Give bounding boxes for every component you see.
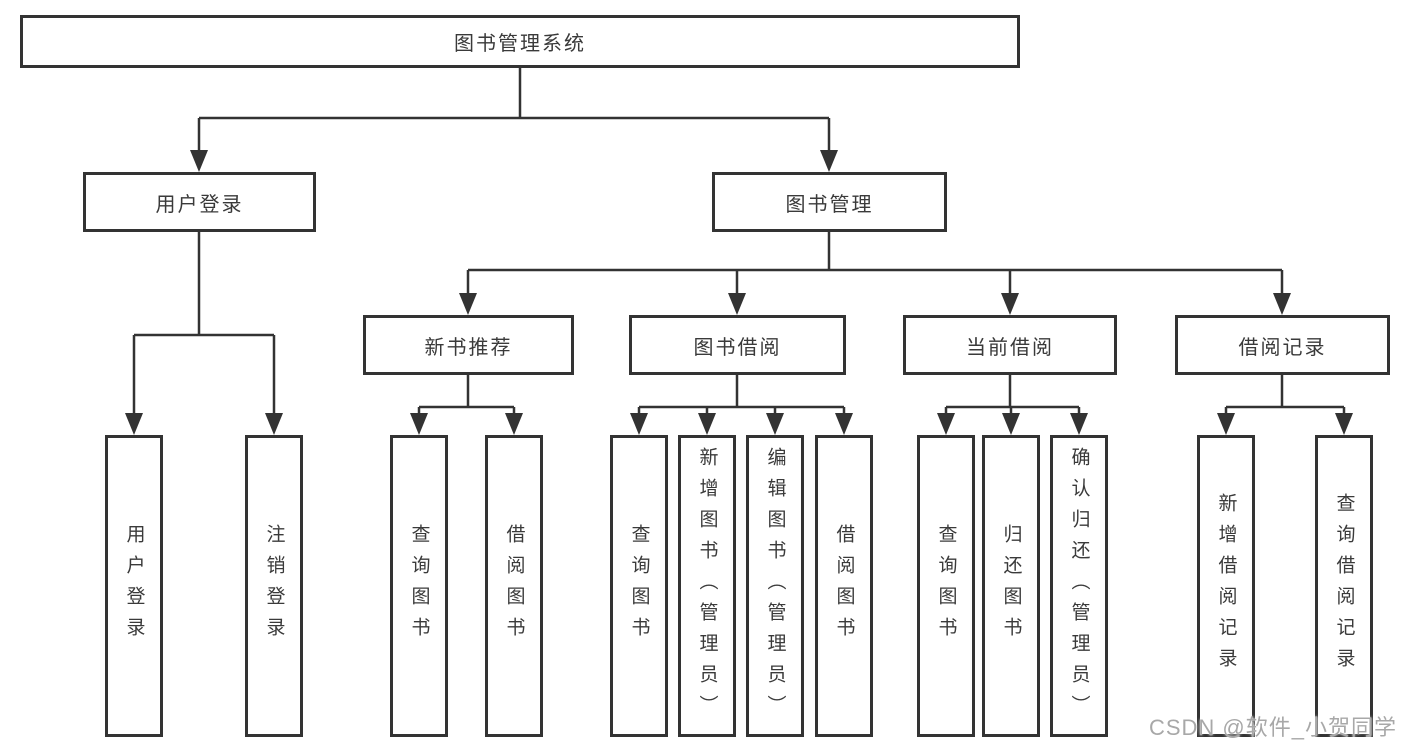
arrowhead-down-icon <box>820 150 838 172</box>
leaf-label: 查询图书 <box>935 524 957 648</box>
node-user-login: 用户登录 <box>83 172 316 232</box>
node-book-borrow: 图书借阅 <box>629 315 846 375</box>
arrowhead-down-icon <box>190 150 208 172</box>
connector-path <box>132 68 1346 417</box>
leaf-query-books-recommend: 查询图书 <box>390 435 448 737</box>
node-label: 新书推荐 <box>424 336 513 359</box>
leaf-add-borrow-record: 新增借阅记录 <box>1197 435 1255 737</box>
arrowhead-down-icon <box>1002 413 1020 435</box>
leaf-label: 确认归还（管理员） <box>1068 446 1090 726</box>
arrowhead-down-icon <box>1070 413 1088 435</box>
node-label: 当前借阅 <box>966 336 1054 359</box>
arrowhead-down-icon <box>766 413 784 435</box>
arrowhead-down-icon <box>459 293 477 315</box>
leaf-label: 用户登录 <box>123 524 145 648</box>
arrowhead-down-icon <box>410 413 428 435</box>
leaf-return-book: 归还图书 <box>982 435 1040 737</box>
leaf-logout: 注销登录 <box>245 435 303 737</box>
leaf-label: 编辑图书（管理员） <box>764 446 786 726</box>
arrowhead-down-icon <box>835 413 853 435</box>
leaf-label: 借阅图书 <box>833 524 855 648</box>
leaf-label: 查询图书 <box>408 524 430 648</box>
arrowhead-down-icon <box>1001 293 1019 315</box>
leaf-borrow-books-recommend: 借阅图书 <box>485 435 543 737</box>
leaf-borrow-books-borrow: 借阅图书 <box>815 435 873 737</box>
node-label: 图书借阅 <box>693 336 782 359</box>
leaf-label: 借阅图书 <box>503 524 525 648</box>
node-current-borrow: 当前借阅 <box>903 315 1117 375</box>
leaf-label: 新增图书（管理员） <box>696 446 718 726</box>
arrowhead-down-icon <box>1273 293 1291 315</box>
leaf-add-book-admin: 新增图书（管理员） <box>678 435 736 737</box>
leaf-label: 新增借阅记录 <box>1215 493 1237 679</box>
node-label: 图书管理系统 <box>454 33 586 55</box>
leaf-query-borrow-record: 查询借阅记录 <box>1315 435 1373 737</box>
leaf-label: 查询图书 <box>628 524 650 648</box>
leaf-user-login: 用户登录 <box>105 435 163 737</box>
arrowhead-down-icon <box>125 413 143 435</box>
arrowhead-down-icon <box>505 413 523 435</box>
arrowhead-down-icon <box>265 413 283 435</box>
csdn-watermark: CSDN @软件_小贺同学 <box>1148 715 1397 740</box>
leaf-label: 归还图书 <box>1000 524 1022 648</box>
node-label: 借阅记录 <box>1238 336 1327 359</box>
arrowhead-down-icon <box>630 413 648 435</box>
arrowhead-down-icon <box>728 293 746 315</box>
leaf-label: 注销登录 <box>263 524 285 648</box>
node-root: 图书管理系统 <box>20 15 1020 68</box>
leaf-label: 查询借阅记录 <box>1333 493 1355 679</box>
node-borrow-records: 借阅记录 <box>1175 315 1390 375</box>
arrowhead-down-icon <box>937 413 955 435</box>
leaf-edit-book-admin: 编辑图书（管理员） <box>746 435 804 737</box>
node-label: 图书管理 <box>785 193 874 216</box>
leaf-confirm-return-admin: 确认归还（管理员） <box>1050 435 1108 737</box>
arrowhead-down-icon <box>698 413 716 435</box>
arrowhead-down-icon <box>1335 413 1353 435</box>
node-label: 用户登录 <box>155 193 244 216</box>
arrowhead-down-icon <box>1217 413 1235 435</box>
leaf-query-books-borrow: 查询图书 <box>610 435 668 737</box>
node-book-management: 图书管理 <box>712 172 947 232</box>
node-new-book-recommend: 新书推荐 <box>363 315 574 375</box>
leaf-query-books-current: 查询图书 <box>917 435 975 737</box>
